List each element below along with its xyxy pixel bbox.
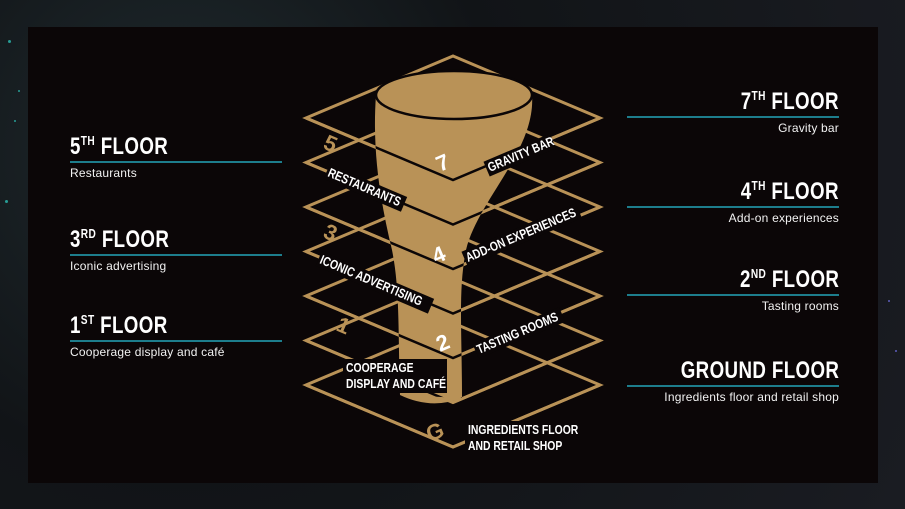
label-display-and-cafe: DISPLAY AND CAFÉ	[346, 377, 446, 391]
glass-rim	[374, 69, 534, 121]
label-cooperage: COOPERAGE	[346, 361, 414, 375]
floor-1-info: 1ST FLOOR Cooperage display and café	[70, 313, 282, 359]
floor-5-info: 5TH FLOOR Restaurants	[70, 134, 282, 180]
floor-description: Iconic advertising	[70, 258, 167, 273]
number-3: 3	[320, 219, 341, 247]
number-1: 1	[333, 312, 354, 340]
floor-plate-front-edge	[305, 383, 601, 449]
number-5: 5	[320, 130, 341, 158]
floor-4-info: 4TH FLOOR Add-on experiences	[627, 179, 839, 225]
floor-description: Ingredients floor and retail shop	[664, 389, 839, 404]
floor-heading: 3RD FLOOR	[70, 226, 170, 253]
divider	[70, 340, 282, 342]
divider	[70, 161, 282, 163]
label-retail-shop: AND RETAIL SHOP	[468, 439, 562, 453]
floor-heading: 1ST FLOOR	[70, 312, 168, 339]
floor-heading: 7TH FLOOR	[740, 88, 839, 115]
floor-description: Cooperage display and café	[70, 344, 225, 359]
ground-floor-info: GROUND FLOOR Ingredients floor and retai…	[627, 358, 839, 404]
floor-plate-front-edge	[374, 205, 533, 271]
floor-plate-front-edge	[374, 250, 533, 315]
floor-description: Add-on experiences	[728, 210, 839, 225]
floor-heading: 2ND FLOOR	[739, 266, 839, 293]
divider	[627, 116, 839, 118]
label-ingredients-floor: INGREDIENTS FLOOR	[468, 423, 579, 437]
floor-description: Tasting rooms	[761, 298, 839, 313]
floor-plate-front-edge	[374, 294, 533, 360]
divider	[70, 254, 282, 256]
floor-7-info: 7TH FLOOR Gravity bar	[627, 89, 839, 135]
floor-description: Restaurants	[70, 165, 137, 180]
floor-plate-front-edge	[374, 116, 533, 182]
floor-heading: 5TH FLOOR	[70, 133, 169, 160]
floor-description: Gravity bar	[778, 120, 839, 135]
floor-heading: GROUND FLOOR	[680, 357, 839, 384]
floor-heading: 4TH FLOOR	[740, 178, 839, 205]
divider	[627, 294, 839, 296]
floor-3-info: 3RD FLOOR Iconic advertising	[70, 227, 282, 273]
floor-plate-front-edge	[374, 161, 533, 226]
divider	[627, 385, 839, 387]
floor-2-info: 2ND FLOOR Tasting rooms	[627, 267, 839, 313]
divider	[627, 206, 839, 208]
